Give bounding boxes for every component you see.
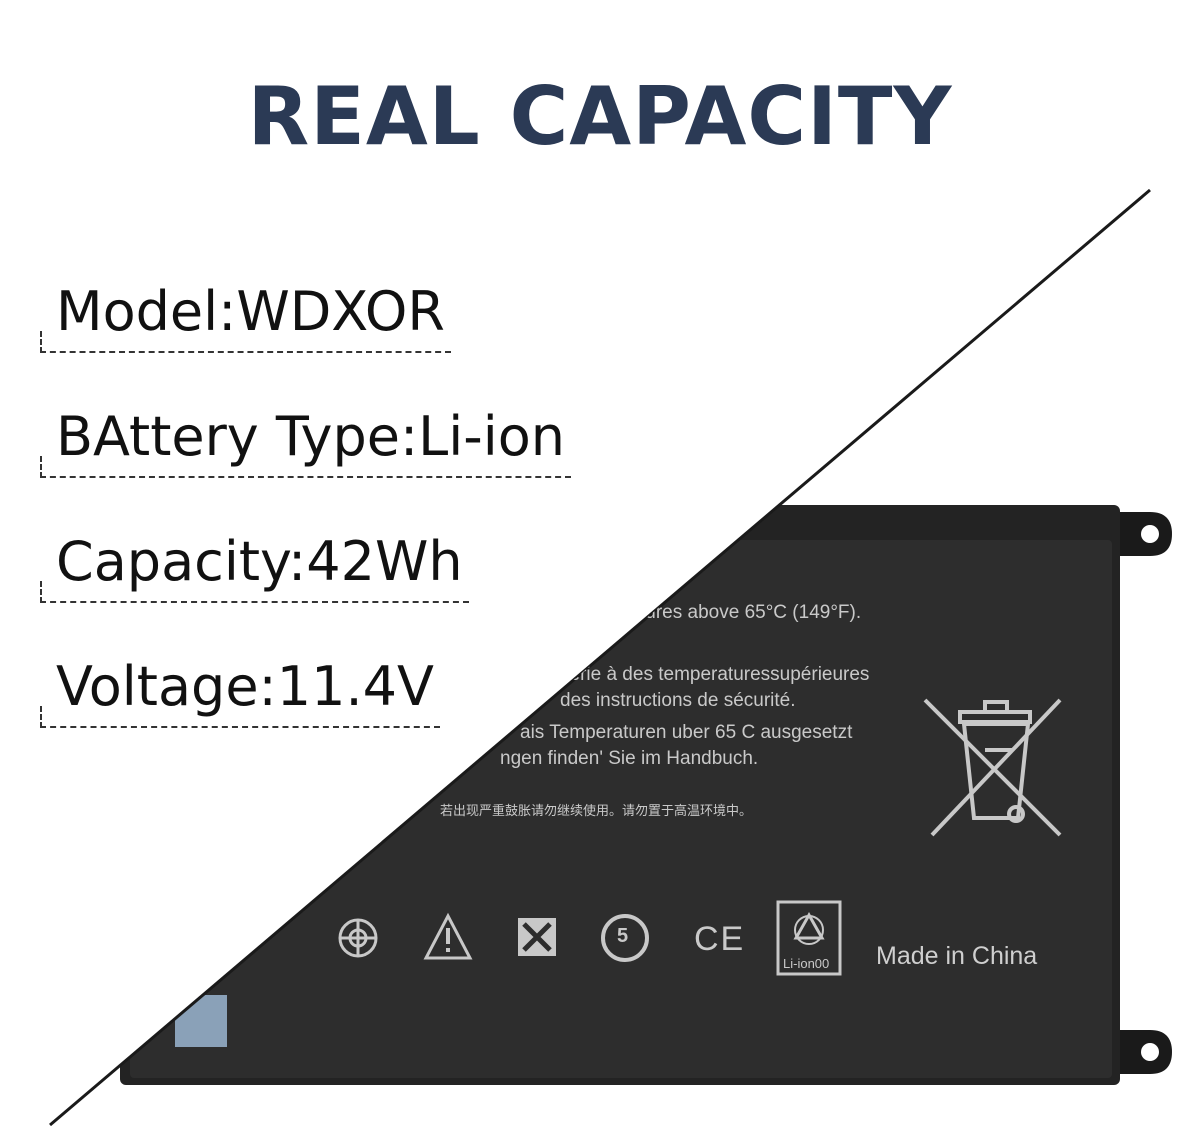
li-ion-recycle-icon — [776, 900, 842, 976]
dashed-tick — [40, 706, 42, 728]
polarity-icon — [338, 918, 378, 958]
crossed-bin-icon — [923, 698, 1062, 837]
mounting-tab-top — [1110, 512, 1172, 556]
spec-model: Model:WDXOR — [40, 280, 451, 353]
spec-voltage-text: Voltage:11.4V — [56, 655, 434, 718]
mounting-tab-bottom — [1110, 1030, 1172, 1074]
dashed-underline — [40, 601, 469, 603]
spec-battery-type-text: BAttery Type:Li-ion — [56, 405, 565, 468]
dashed-underline — [40, 476, 571, 478]
battery-label — [130, 540, 1112, 1078]
blue-corner-patch — [175, 995, 227, 1047]
page-title: REAL CAPACITY — [247, 70, 953, 163]
dashed-tick — [40, 331, 42, 353]
dashed-tick — [40, 456, 42, 478]
dashed-underline — [40, 726, 440, 728]
recycle-box-icon — [518, 918, 556, 956]
spec-capacity: Capacity:42Wh — [40, 530, 469, 603]
rohs-icon — [601, 914, 649, 962]
dashed-tick — [40, 581, 42, 603]
spec-model-text: Model:WDXOR — [56, 280, 445, 343]
warning-triangle-icon — [423, 912, 473, 960]
spec-voltage: Voltage:11.4V — [40, 655, 440, 728]
dashed-underline — [40, 351, 451, 353]
diagonal-divider — [49, 188, 1151, 1127]
spec-battery-type: BAttery Type:Li-ion — [40, 405, 571, 478]
spec-capacity-text: Capacity:42Wh — [56, 530, 463, 593]
